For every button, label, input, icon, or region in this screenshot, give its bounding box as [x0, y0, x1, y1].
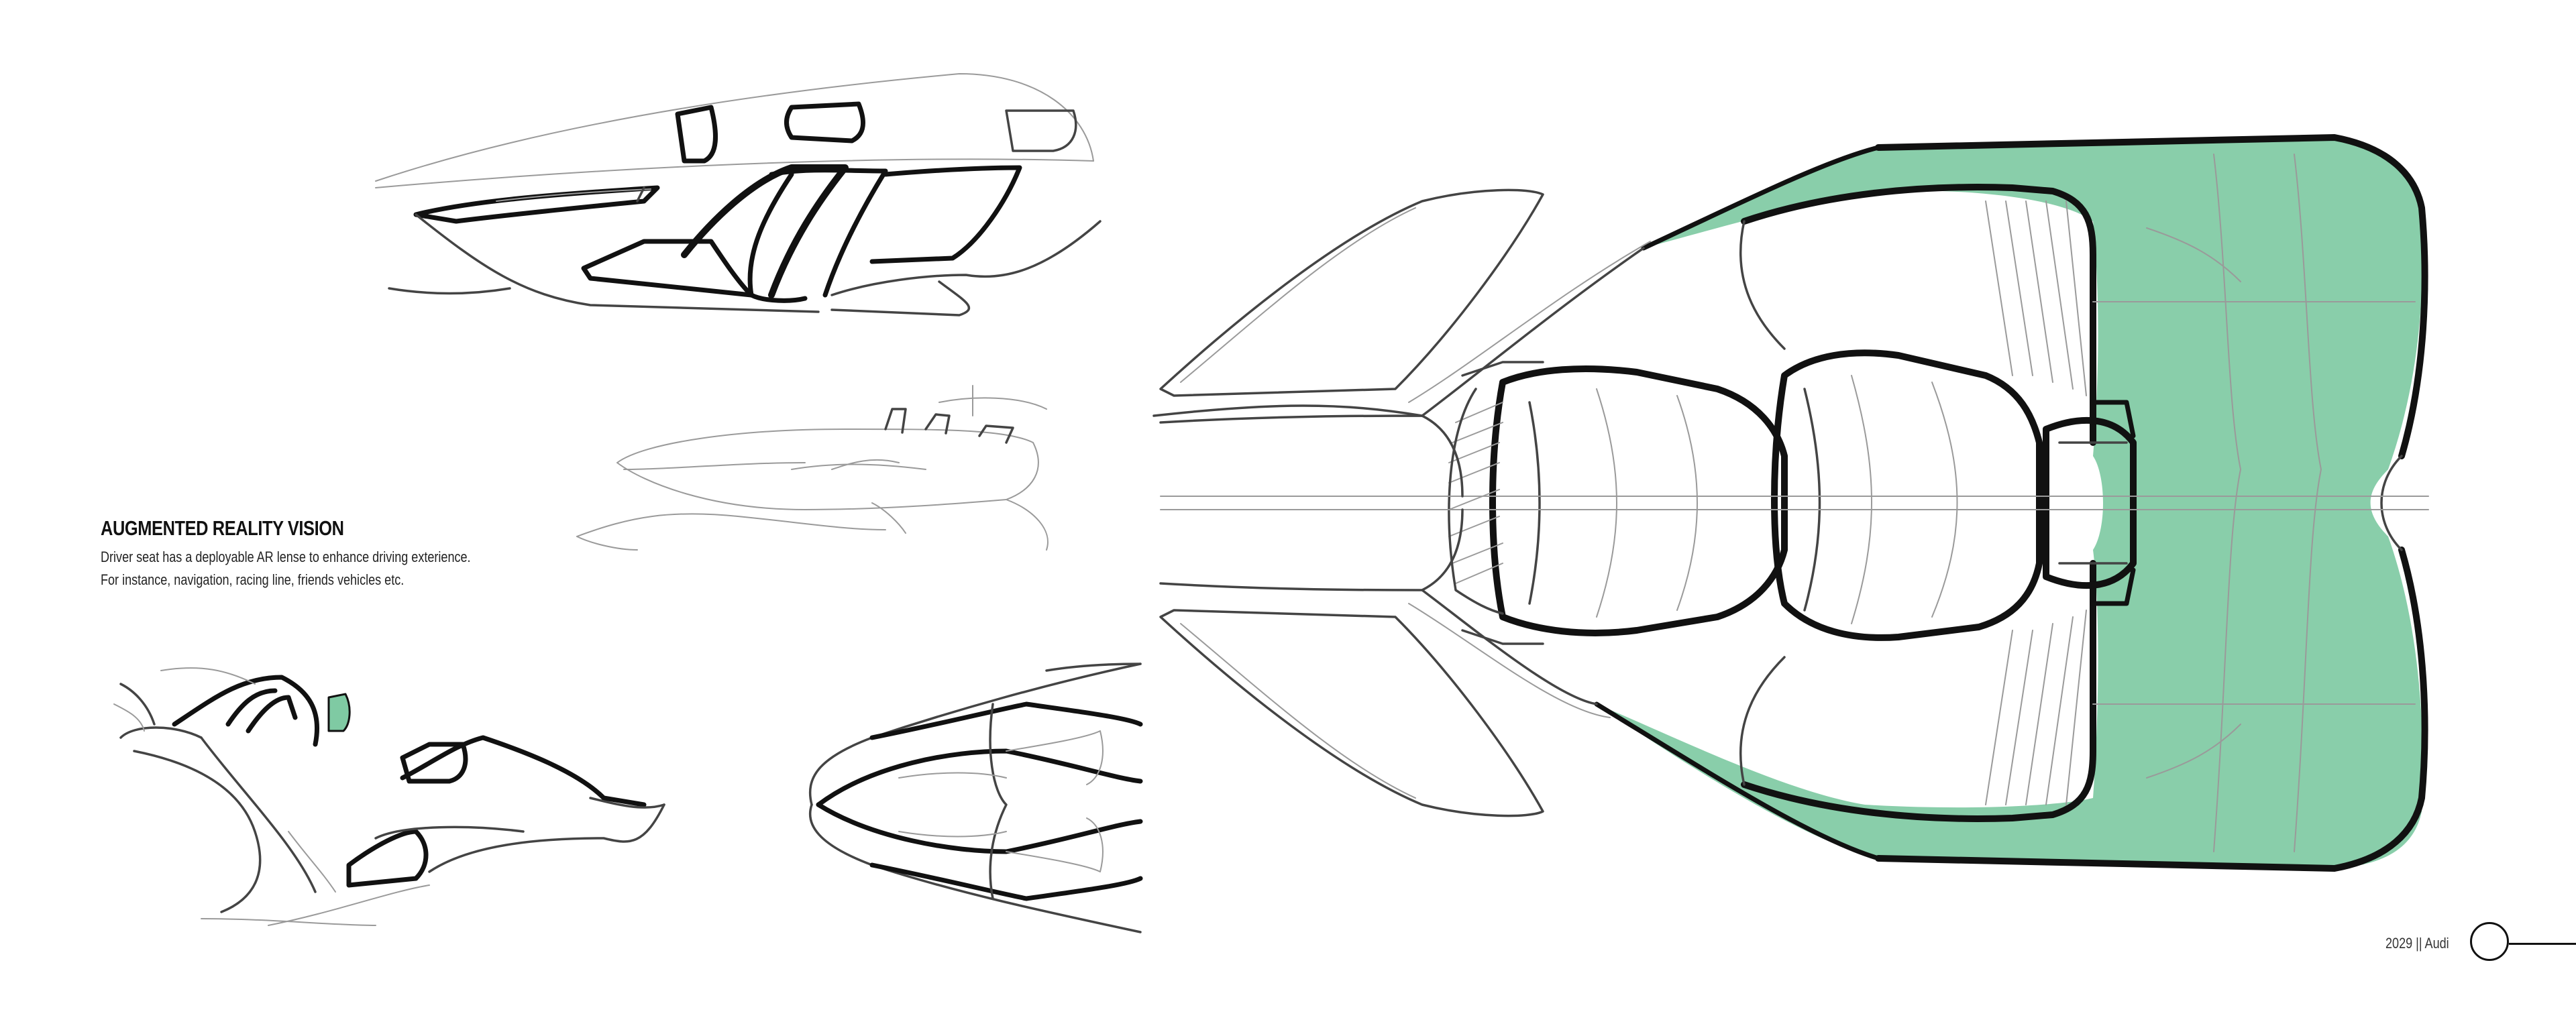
footer-label: 2029 || Audi — [2385, 935, 2449, 952]
page-marker-circle — [2470, 922, 2509, 961]
ar-seat-sketch — [113, 667, 665, 926]
page-marker-line — [2509, 943, 2576, 945]
body-accent-fill — [1597, 137, 2423, 868]
caption-block: AUGMENTED REALITY VISION Driver seat has… — [101, 516, 570, 591]
car-side-pencil-sketch — [576, 385, 1049, 551]
cockpit-side-sketch — [375, 73, 1102, 317]
caption-line-1: Driver seat has a deployable AR lense to… — [101, 549, 471, 565]
ar-lens-accent — [327, 693, 351, 732]
main-top-view-sketch — [1152, 134, 2429, 872]
caption-title: AUGMENTED REALITY VISION — [101, 516, 344, 540]
nose-top-view-sketch — [808, 663, 1143, 933]
caption-line-2: For instance, navigation, racing line, f… — [101, 571, 405, 588]
